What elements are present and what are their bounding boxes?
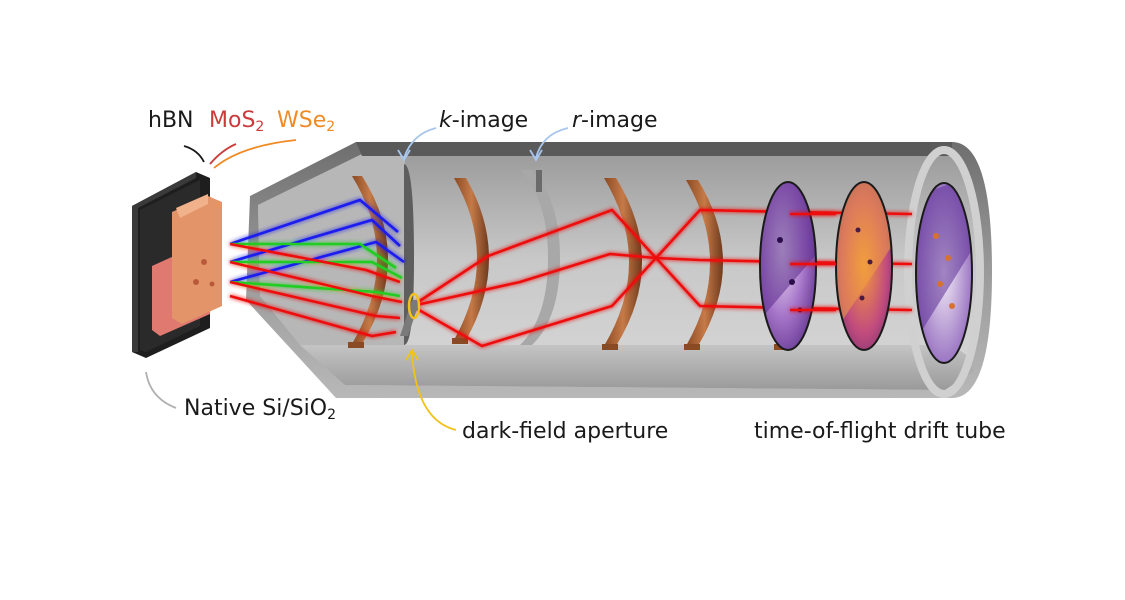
label-hbn: hBN — [148, 110, 194, 132]
label-mos2: MoS2 — [209, 108, 265, 135]
label-drift-tube: time-of-flight drift tube — [754, 421, 1006, 443]
hbn-text: hBN — [148, 108, 194, 133]
wse2-subscript: 2 — [326, 119, 336, 135]
detector-image-2 — [835, 181, 893, 351]
label-k-image: k-image — [439, 110, 528, 132]
image-plane-discs — [404, 164, 560, 345]
detector-image-1 — [759, 181, 817, 351]
wse2-text: WSe — [277, 108, 327, 133]
sample-stack — [132, 172, 222, 358]
beam-through-discs — [790, 212, 836, 312]
k-image-text: -image — [451, 108, 529, 133]
k-image-italic: k — [439, 108, 452, 133]
label-r-image: r-image — [572, 110, 658, 132]
r-image-italic: r — [572, 108, 582, 133]
mos2-text: MoS — [209, 108, 256, 133]
dark-field-aperture — [400, 292, 421, 336]
mos2-subscript: 2 — [255, 119, 265, 135]
label-wse2: WSe2 — [277, 108, 336, 135]
drift-tube-text: time-of-flight drift tube — [754, 419, 1006, 444]
r-image-text: -image — [581, 108, 658, 133]
aperture-text: dark-field aperture — [462, 419, 669, 444]
substrate-subscript: 2 — [327, 407, 337, 423]
label-substrate: Native Si/SiO2 — [184, 396, 337, 423]
label-dark-field-aperture: dark-field aperture — [462, 421, 668, 443]
substrate-text: Native Si/SiO — [184, 396, 328, 421]
label-pointers — [145, 127, 569, 431]
detector-image-3 — [915, 182, 973, 364]
